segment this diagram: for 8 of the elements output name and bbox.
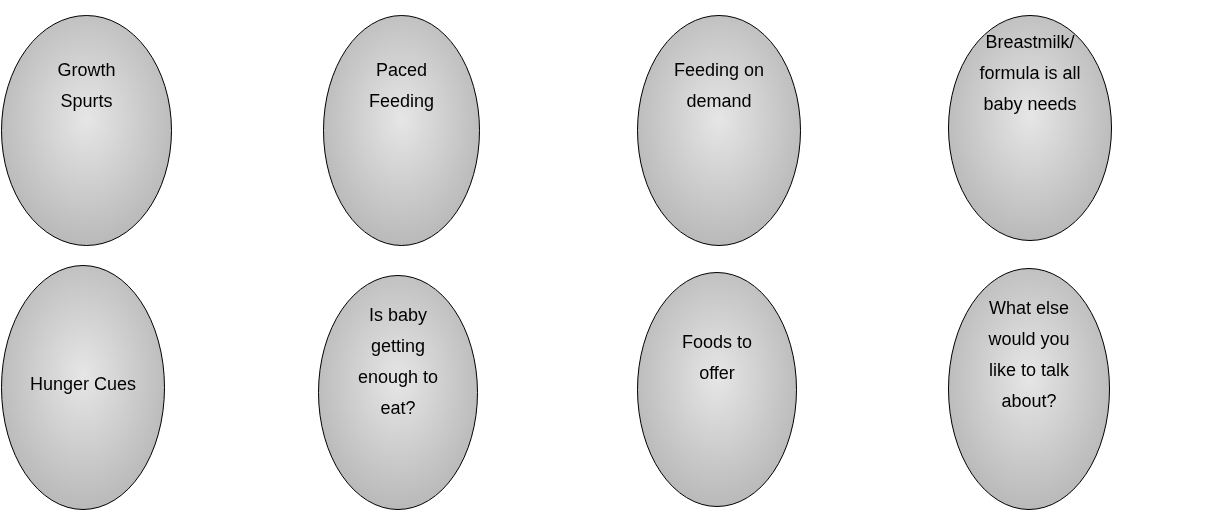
- topic-text: Feeding on demand: [672, 59, 766, 113]
- topic-text: Paced Feeding: [367, 59, 436, 113]
- topic-text: Breastmilk/ formula is all baby needs: [978, 31, 1082, 116]
- topic-text: Foods to offer: [680, 331, 753, 385]
- topic-text: What else would you like to talk about?: [987, 297, 1071, 413]
- topic-text: Growth Spurts: [56, 59, 117, 113]
- topic-text: Hunger Cues: [28, 373, 138, 396]
- topic-text: Is baby getting enough to eat?: [356, 304, 440, 420]
